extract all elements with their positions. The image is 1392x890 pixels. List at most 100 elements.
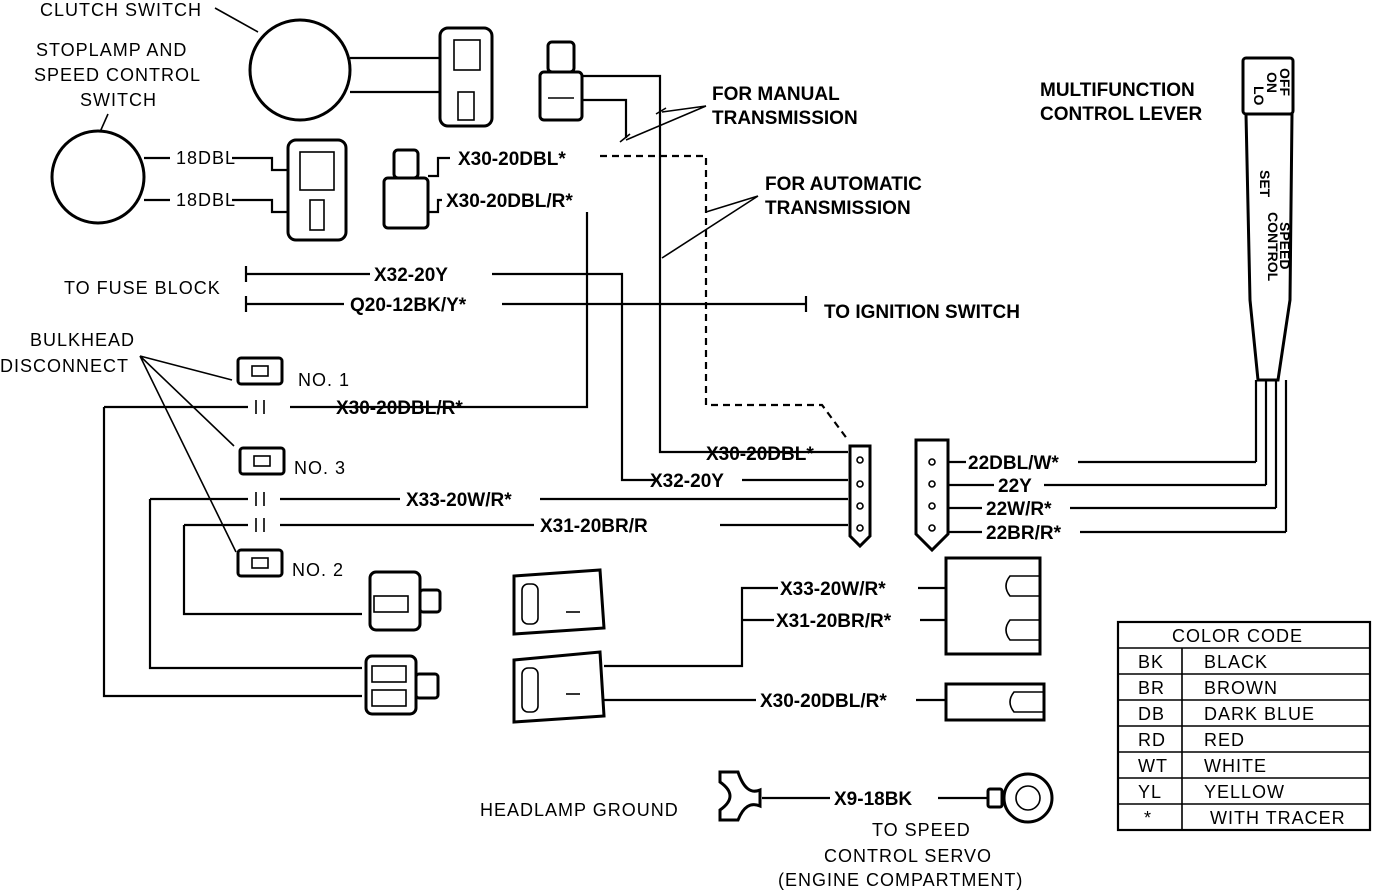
- lever-set: SET: [1257, 170, 1273, 198]
- manual-arrowheads: [619, 107, 667, 143]
- wire-x33-mid-label: X33-20W/R*: [406, 490, 512, 511]
- wire-x30-dblr-stub: [428, 198, 442, 214]
- wire-q20-label: Q20-12BK/Y*: [350, 295, 467, 316]
- bulkhead-no3-connector: [238, 446, 286, 476]
- color-code-row-code: *: [1144, 808, 1152, 828]
- wire-low-tails: [918, 586, 946, 622]
- manual-label-2: TRANSMISSION: [712, 108, 858, 129]
- clutch-switch-leader: [214, 7, 259, 33]
- manual-leaders: [625, 105, 707, 141]
- clutch-switch-wires: [350, 56, 440, 94]
- bulkhead-no3-label: NO. 3: [294, 458, 346, 478]
- bulkhead-breaks: [255, 400, 265, 532]
- color-code-row-color: DARK BLUE: [1204, 704, 1315, 724]
- color-code-row-code: RD: [1138, 730, 1166, 750]
- lever-lo: LO: [1251, 86, 1267, 106]
- color-code-row-color: RED: [1204, 730, 1245, 750]
- stoplamp-mating-plug: [382, 148, 430, 230]
- bulkhead-no1-connector: [236, 356, 284, 386]
- bulkhead-no2-label: NO. 2: [292, 560, 344, 580]
- to-ignition-switch-label: TO IGNITION SWITCH: [824, 302, 1020, 323]
- lower-right-connector-b: [944, 682, 1046, 722]
- stoplamp-label-3: SWITCH: [80, 90, 157, 110]
- wire-x31-mid: [182, 523, 848, 616]
- servo-label-3: (ENGINE COMPARTMENT): [778, 870, 1023, 890]
- stoplamp-leader: [99, 113, 109, 133]
- wire-q20: [244, 296, 808, 312]
- wire-x9-label: X9-18BK: [834, 789, 912, 810]
- stoplamp-label-2: SPEED CONTROL: [34, 65, 201, 85]
- lower-left-connector-b: [364, 654, 440, 716]
- wire-x30-dbl-stub: [428, 156, 450, 178]
- auto-leaders: [661, 195, 759, 259]
- servo-label-1: TO SPEED: [872, 820, 971, 840]
- clutch-mating-plug: [538, 40, 584, 122]
- wire-x30-dblr-mid: [102, 405, 362, 698]
- clutch-switch-label: CLUTCH SWITCH: [40, 0, 202, 20]
- wire-x32-20y-label: X32-20Y: [374, 265, 448, 286]
- wire-x30-dbl-conn-label: X30-20DBL*: [706, 444, 814, 465]
- lever-on: ON: [1264, 72, 1280, 93]
- auto-label-2: TRANSMISSION: [765, 198, 911, 219]
- to-fuse-block-label: TO FUSE BLOCK: [64, 278, 221, 298]
- servo-ring-terminal: [986, 772, 1054, 824]
- color-code-row-color: YELLOW: [1204, 782, 1285, 802]
- bulkhead-label-2: DISCONNECT: [0, 356, 129, 376]
- lower-center-connector-b: [512, 650, 606, 724]
- color-code-row-code: BK: [1138, 652, 1164, 672]
- color-code-row-code: BR: [1138, 678, 1165, 698]
- wire-x30-dblr-mid-label: X30-20DBL/R*: [336, 398, 463, 419]
- multifunction-label-1: MULTIFUNCTION: [1040, 80, 1195, 101]
- multifunction-label-2: CONTROL LEVER: [1040, 104, 1202, 125]
- headlamp-ground-label: HEADLAMP GROUND: [480, 800, 679, 820]
- bulkhead-label-1: BULKHEAD: [30, 330, 135, 350]
- wire-x30-dblr-low-label: X30-20DBL/R*: [760, 691, 887, 712]
- wire-22brr-label: 22BR/R*: [986, 523, 1062, 544]
- wire-18dbl-b-label: 18DBL: [176, 190, 236, 210]
- right-4pin-connector: [914, 438, 950, 553]
- wire-x30-dbl-label: X30-20DBL*: [458, 149, 566, 170]
- manual-label-1: FOR MANUAL: [712, 84, 840, 105]
- left-4pin-connector: [848, 444, 872, 549]
- wire-18dbl-a-label: 18DBL: [176, 148, 236, 168]
- wire-x30-dbl-auto-dashed: [600, 154, 849, 441]
- color-code-row-color: BROWN: [1204, 678, 1278, 698]
- wire-manual-jumper: [582, 98, 628, 138]
- color-code-row-color: WHITE: [1204, 756, 1267, 776]
- clutch-switch-connector: [438, 26, 494, 128]
- color-code-table: [1116, 620, 1372, 832]
- wire-22dblw-label: 22DBL/W*: [968, 453, 1059, 474]
- wire-x30-dblr-label: X30-20DBL/R*: [446, 191, 573, 212]
- color-code-row-code: DB: [1138, 704, 1165, 724]
- wire-x31-low-label: X31-20BR/R*: [776, 611, 892, 632]
- auto-label-1: FOR AUTOMATIC: [765, 174, 922, 195]
- stoplamp-switch: [50, 129, 146, 225]
- wire-x32-20y: [244, 266, 658, 482]
- wire-22wr-label: 22W/R*: [986, 499, 1052, 520]
- wire-x33-mid: [148, 497, 848, 670]
- wire-x33-low-label: X33-20W/R*: [780, 579, 886, 600]
- wire-x30-dblr-run: [290, 212, 589, 409]
- color-code-row-color: WITH TRACER: [1210, 808, 1346, 828]
- color-code-row-code: YL: [1138, 782, 1162, 802]
- multifunction-lever: [1241, 56, 1295, 532]
- color-code-row-color: BLACK: [1204, 652, 1268, 672]
- bulkhead-no2-connector: [236, 548, 284, 578]
- servo-label-2: CONTROL SERVO: [824, 846, 992, 866]
- headlamp-ground-terminal: [718, 770, 762, 822]
- wire-18dbl-a: [144, 156, 290, 172]
- wire-x30-dbl-manual: [582, 74, 848, 454]
- wire-x32-20y-conn-label: X32-20Y: [650, 471, 724, 492]
- bulkhead-no1-label: NO. 1: [298, 370, 350, 390]
- lower-center-connector-a: [512, 568, 606, 636]
- wire-x31-mid-label: X31-20BR/R: [540, 516, 648, 537]
- color-code-title: COLOR CODE: [1172, 626, 1303, 646]
- wire-x33-x31-low: [604, 586, 778, 668]
- lever-control: CONTROL: [1265, 212, 1281, 282]
- lever-speed: SPEED: [1277, 222, 1293, 269]
- color-code-row-code: WT: [1138, 756, 1168, 776]
- lever-off: OFF: [1277, 68, 1293, 96]
- clutch-switch: [248, 18, 352, 122]
- stoplamp-label-1: STOPLAMP AND: [36, 40, 187, 60]
